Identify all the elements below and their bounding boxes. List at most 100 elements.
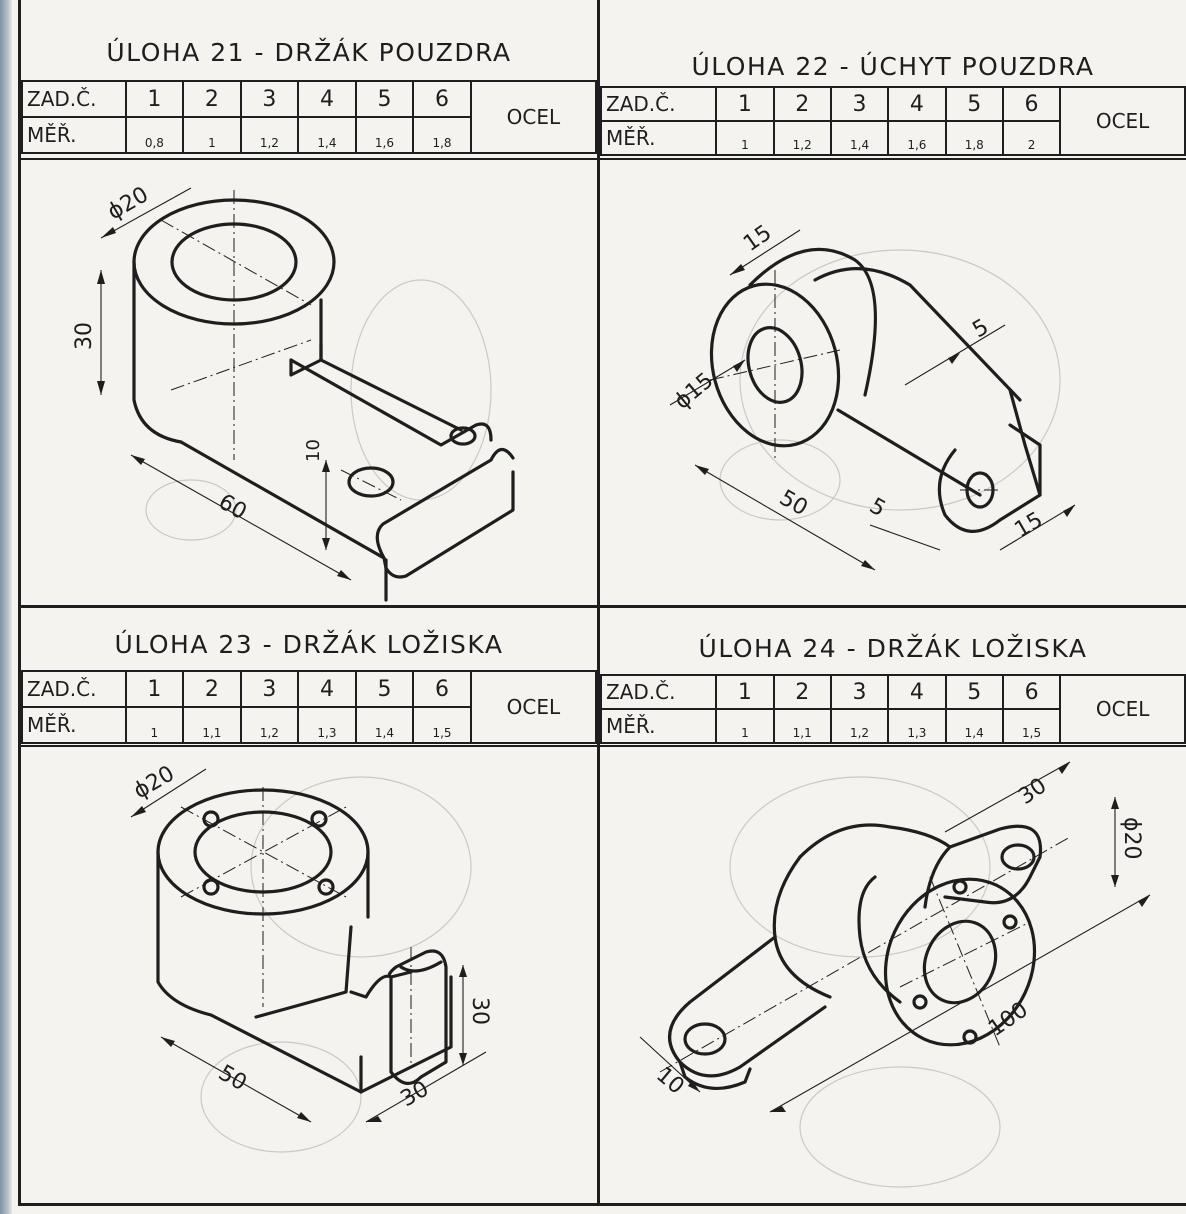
dimension-arrow	[131, 806, 146, 817]
isometric-drawing-21: ϕ20 30 10 60	[72, 182, 515, 602]
left-lug	[668, 935, 827, 1078]
task-no-label: ZAD.Č.	[21, 80, 127, 118]
bolt-hole	[962, 1029, 978, 1045]
task-number: 3	[239, 80, 300, 118]
scale-value: 1,3	[887, 708, 947, 744]
bolt-hole	[912, 994, 928, 1010]
task-title: ÚLOHA 24 - DRŽÁK LOŽISKA	[698, 634, 1088, 663]
dimension-arrow	[1138, 895, 1150, 907]
arm-side-edge	[1008, 388, 1042, 497]
body-left-edge	[772, 855, 832, 999]
ghost-lines	[799, 1066, 1001, 1188]
task-number: 4	[297, 80, 357, 118]
scale-value: 1,4	[829, 120, 890, 156]
scale-value: 1,3	[297, 706, 357, 744]
dimension-label: 15	[739, 220, 776, 257]
cylinder-front-edge	[254, 925, 353, 1019]
task-number: 5	[944, 674, 1004, 710]
dimension-label: 5	[865, 494, 890, 523]
dims-label: MĚŘ.	[599, 120, 718, 156]
dimension-arrow	[459, 965, 467, 977]
dimension-arrow	[695, 465, 709, 475]
task-title: ÚLOHA 21 - DRŽÁK POUZDRA	[106, 38, 512, 67]
ghost-lines	[200, 1041, 362, 1153]
scale-value: 1	[182, 116, 242, 154]
dimension-arrow	[733, 360, 745, 372]
task-title: ÚLOHA 23 - DRŽÁK LOŽISKA	[114, 630, 504, 659]
dims-label: MĚŘ.	[21, 706, 127, 744]
dimension-arrow	[948, 353, 960, 364]
dimension-line	[160, 1036, 312, 1123]
task-number: 1	[124, 80, 185, 118]
ghost-lines	[739, 249, 1061, 511]
task-number: 4	[297, 670, 357, 708]
task-no-label: ZAD.Č.	[599, 86, 718, 122]
bolt-hole	[310, 810, 328, 828]
dimension-line	[694, 464, 876, 571]
task-number: 2	[182, 80, 242, 118]
scale-value: 1,8	[412, 116, 472, 154]
cylinder-left-edge	[132, 260, 183, 444]
task-number: 4	[887, 674, 947, 710]
dimension-line	[999, 504, 1076, 551]
dimension-arrow	[101, 227, 116, 238]
center-line	[160, 219, 312, 306]
spec-table: ZAD.Č. 1 2 3 4 5 6 OCEL MĚŘ. 1 1,1 1,2 1…	[21, 670, 598, 744]
ghost-lines	[729, 776, 991, 958]
center-line	[709, 349, 841, 381]
spec-table: ZAD.Č. 1 2 3 4 5 6 OCEL MĚŘ. 1 1,2 1,4 1…	[599, 86, 1186, 156]
dimension-line	[669, 359, 746, 406]
dimension-label: 30	[72, 322, 97, 350]
arm-bottom-edge	[836, 408, 982, 497]
dimension-line	[100, 187, 192, 239]
task-number: 2	[772, 674, 832, 710]
scale-value: 1,2	[239, 706, 300, 744]
dimension-arrow	[1111, 797, 1119, 809]
scale-value: 1,2	[772, 120, 832, 156]
task-number: 6	[412, 670, 472, 708]
flange-face	[883, 877, 1037, 1047]
body-top-edge	[798, 823, 952, 909]
sheet-mid-divider	[18, 605, 1186, 608]
task-number: 1	[124, 670, 185, 708]
base-top-edge	[375, 447, 515, 560]
boss-face	[709, 282, 841, 448]
task-number: 2	[772, 86, 832, 122]
scale-value: 1,6	[354, 116, 415, 154]
table-rule	[18, 158, 1186, 160]
scale-value: 1,1	[772, 708, 832, 744]
dimension-line	[639, 1036, 701, 1093]
material-label: OCEL	[1059, 674, 1186, 744]
dimension-line	[904, 324, 1006, 386]
page-binding-edge	[0, 0, 12, 1214]
scale-value: 1,4	[354, 706, 415, 744]
dimension-arrow	[322, 460, 330, 472]
material-label: OCEL	[469, 80, 598, 154]
task-no-label: ZAD.Č.	[21, 670, 127, 708]
dimension-arrow	[337, 570, 351, 580]
dimension-label: 10	[303, 439, 324, 462]
lug-thickness	[678, 1060, 752, 1091]
dimension-arrow	[861, 560, 875, 570]
dimension-label: 30	[1014, 773, 1051, 810]
flange-bore	[922, 919, 998, 1005]
dimension-arrow	[1063, 505, 1075, 517]
dimension-label: ϕ20	[1119, 817, 1144, 860]
task-number: 6	[1001, 86, 1062, 122]
scale-value: 1,4	[944, 708, 1004, 744]
center-line	[899, 921, 1031, 988]
arm-top-edge	[813, 267, 1022, 402]
material-label: OCEL	[469, 670, 598, 744]
foot-outline	[937, 423, 1042, 533]
task-no-label: ZAD.Č.	[599, 674, 718, 710]
boss-bore	[746, 326, 804, 404]
center-line	[929, 876, 1001, 1048]
dimension-line	[869, 524, 941, 551]
scale-value: 1	[715, 708, 775, 744]
task-number: 3	[829, 86, 890, 122]
scale-value: 1,2	[239, 116, 300, 154]
dimension-line	[365, 1051, 487, 1123]
bolt-hole	[1002, 914, 1018, 930]
dimension-line	[769, 894, 1151, 1113]
